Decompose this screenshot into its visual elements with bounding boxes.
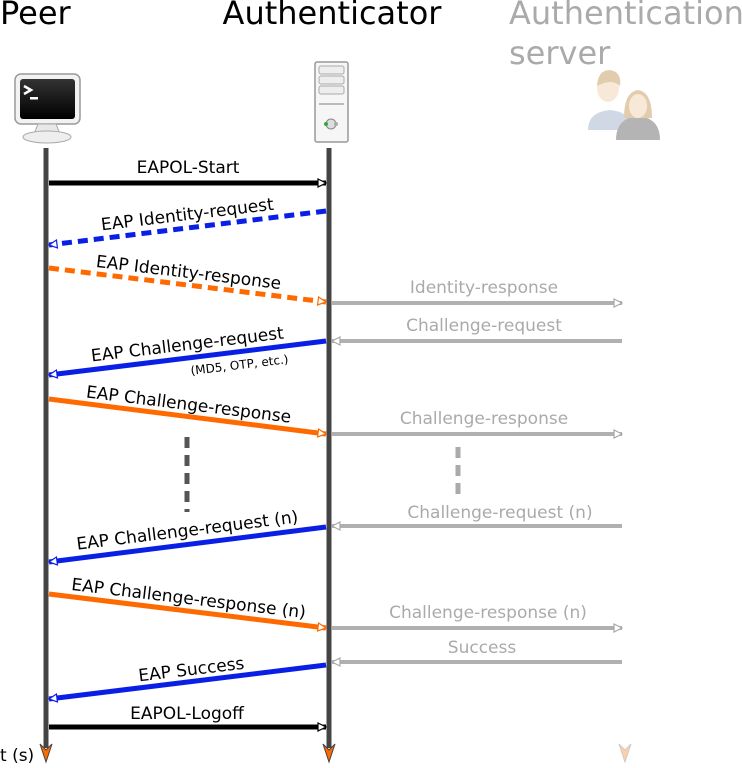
message-6: EAP Challenge-response [48,382,326,434]
message-arrow [48,396,326,434]
message-label: Challenge-response (n) [389,603,587,623]
message-label: Challenge-request [406,316,562,336]
message-label: EAP Identity-request [100,195,275,236]
message-10: EAP Challenge-response (n) [48,575,326,628]
message-2: EAP Identity-response [48,252,326,302]
message-arrow [49,524,327,562]
message-14: EAPOL-Logoff [49,704,326,727]
lifeline-authenticator [322,148,336,764]
message-1: EAP Identity-request [49,195,327,245]
message-arrow [49,338,327,375]
message-12: Success [332,638,622,662]
lifeline-peer [39,148,53,764]
actor-server-title-line1: Authentication [509,0,742,32]
message-5: EAP Challenge-request(MD5, OTP, etc.) [49,324,327,378]
actor-authenticator-title: Authenticator [223,0,443,32]
lifeline-authentication-server [618,148,632,764]
actor-server-title-line2: server [509,34,611,72]
message-label: Identity-response [410,278,558,298]
time-axis-label: t (s) [0,746,34,766]
message-13: EAP Success [49,654,327,699]
message-4: Challenge-request [332,316,622,341]
message-8: Challenge-request (n) [332,503,622,526]
message-label: EAPOL-Start [137,158,240,178]
message-label: EAPOL-Logoff [130,704,245,724]
message-arrow [49,208,327,245]
message-label: EAP Challenge-request (n) [75,507,299,554]
message-label: Challenge-request (n) [407,503,592,523]
message-0: EAPOL-Start [49,158,326,183]
message-label: Challenge-response [400,409,568,429]
message-arrow [49,662,327,699]
message-11: Challenge-response (n) [332,603,622,628]
message-9: EAP Challenge-request (n) [49,507,327,562]
message-arrow [48,591,326,628]
message-arrow [48,265,326,302]
server-tower-icon [314,61,349,143]
message-7: Challenge-response [332,409,622,434]
terminal-monitor-icon [14,73,81,144]
message-label: EAP Challenge-response (n) [70,575,307,623]
users-icon [588,70,660,140]
message-label: EAP Challenge-response [85,382,292,427]
message-3: Identity-response [332,278,622,303]
actor-peer-title: Peer [0,0,72,32]
message-label: Success [448,638,517,658]
message-label: EAP Identity-response [95,252,282,294]
